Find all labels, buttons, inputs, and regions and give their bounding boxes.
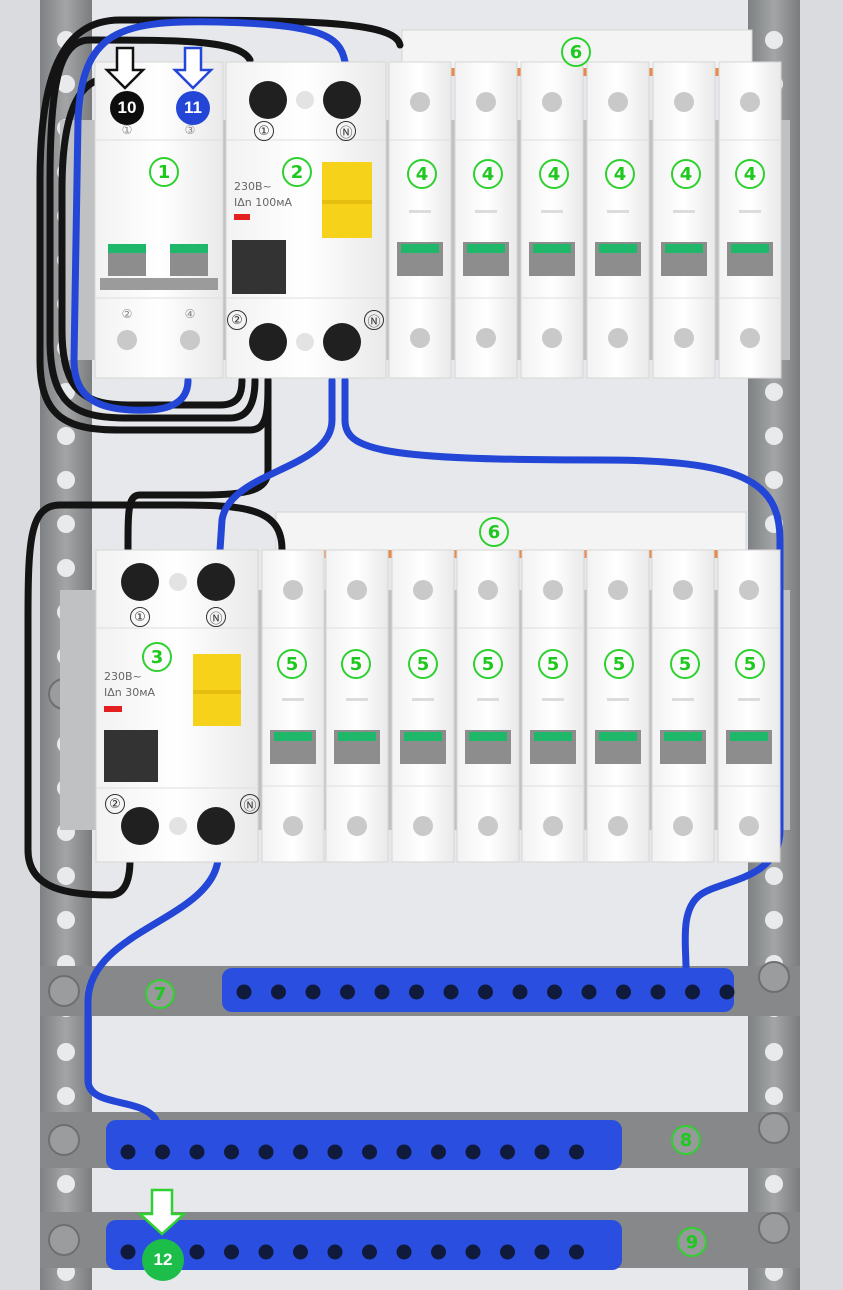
label-mcb-row2: 5: [408, 649, 438, 679]
label-comb-bus-top: 6: [561, 37, 591, 67]
neutral-wires: [70, 18, 784, 1129]
terminal-label: Ⓝ: [336, 121, 356, 141]
rcd-group-voltage: 230B~: [104, 670, 142, 683]
rcd-main-bottom-screws: [249, 323, 361, 361]
label-mcb-row2: 5: [735, 649, 765, 679]
mcb-row-2: [261, 549, 781, 863]
rcd-main-voltage: 230B~: [234, 180, 272, 193]
label-mcb-row1: 4: [735, 159, 765, 189]
terminal-label: ②: [121, 307, 133, 321]
single-pole-breaker[interactable]: [325, 549, 389, 863]
label-bus-ground: 9: [677, 1227, 707, 1257]
label-mcb-row1: 4: [473, 159, 503, 189]
label-mcb-row2: 5: [604, 649, 634, 679]
mcb-row-1: [388, 61, 782, 379]
marker-ground-input: 12: [142, 1239, 184, 1281]
rcd-main-current: IΔn 100мA: [234, 196, 293, 209]
terminal-label: ④: [184, 307, 196, 321]
label-mcb-row2: 5: [473, 649, 503, 679]
rcd-main[interactable]: [225, 61, 387, 379]
single-pole-breaker[interactable]: [652, 61, 716, 379]
single-pole-breaker[interactable]: [454, 61, 518, 379]
terminal-label: ②: [105, 794, 125, 814]
label-bus-neutral: 8: [671, 1125, 701, 1155]
terminal-label: Ⓝ: [206, 607, 226, 627]
single-pole-breaker[interactable]: [388, 61, 452, 379]
terminal-label: Ⓝ: [240, 794, 260, 814]
label-comb-bus-bottom: 6: [479, 517, 509, 547]
marker-neutral-input: 11: [176, 91, 210, 125]
label-mcb-row2: 5: [341, 649, 371, 679]
label-mcb-row1: 4: [539, 159, 569, 189]
busbar-7: [222, 968, 735, 1012]
rcd-main-top-screws: [249, 81, 361, 119]
terminal-label: ①: [121, 123, 133, 137]
label-rcd-main: 2: [282, 157, 312, 187]
single-pole-breaker[interactable]: [520, 61, 584, 379]
single-pole-breaker[interactable]: [651, 549, 715, 863]
busbar-9: [106, 1220, 622, 1270]
single-pole-breaker[interactable]: [261, 549, 325, 863]
rcd-group-bottom-screws: [121, 807, 235, 845]
terminal-label: ①: [130, 607, 150, 627]
marker-arrows: [103, 46, 215, 1236]
rcd-group-top-screws: [121, 563, 235, 601]
terminal-label: ③: [184, 123, 196, 137]
label-mcb-row1: 4: [671, 159, 701, 189]
label-mcb-row1: 4: [407, 159, 437, 189]
label-rcd-group: 3: [142, 642, 172, 672]
busbar-8: [106, 1120, 622, 1170]
label-mcb-row2: 5: [538, 649, 568, 679]
terminal-label: Ⓝ: [364, 310, 384, 330]
label-main-breaker: 1: [149, 157, 179, 187]
single-pole-breaker[interactable]: [391, 549, 455, 863]
label-bus-neutral-top: 7: [145, 979, 175, 1009]
single-pole-breaker[interactable]: [717, 549, 781, 863]
rcd-group-current: IΔn 30мA: [104, 686, 156, 699]
single-pole-breaker[interactable]: [521, 549, 585, 863]
single-pole-breaker[interactable]: [586, 61, 650, 379]
marker-phase-input: 10: [110, 91, 144, 125]
single-pole-breaker[interactable]: [586, 549, 650, 863]
label-mcb-row2: 5: [277, 649, 307, 679]
single-pole-breaker[interactable]: [456, 549, 520, 863]
label-mcb-row2: 5: [670, 649, 700, 679]
terminal-label: ①: [254, 121, 274, 141]
single-pole-breaker[interactable]: [718, 61, 782, 379]
rcd-group[interactable]: [95, 549, 259, 863]
terminal-label: ②: [227, 310, 247, 330]
label-mcb-row1: 4: [605, 159, 635, 189]
